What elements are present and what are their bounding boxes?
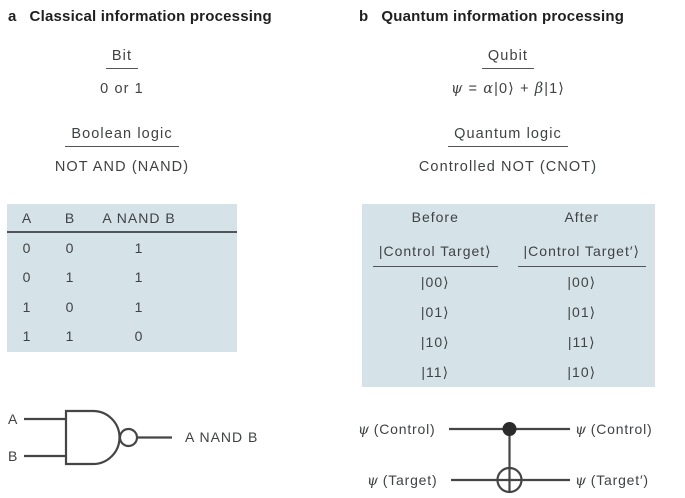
alpha-symbol: α [483,81,495,97]
quantum-logic-heading-row: Quantum logic [371,125,645,147]
cnot-circuit-diagram [449,422,570,494]
equals-sign: = [463,81,484,97]
boolean-logic-value-row: NOT AND (NAND) [2,158,242,176]
panel-a-tag: a [8,8,17,25]
cell: 1 [65,269,75,286]
qubit-heading-row: Qubit [371,47,645,69]
boolean-logic-heading-row: Boolean logic [2,125,242,147]
cell: 0 [134,328,144,345]
qubit-formula-row: ψ = α|0⟩ + β|1⟩ [371,80,645,98]
nand-gate-body [64,409,121,466]
boolean-logic-value: NOT AND (NAND) [54,159,190,175]
plus-sign: + [514,81,535,97]
nand-gate-diagram: A B A NAND B [8,409,258,466]
target-in-label: ψ(Target) [367,472,437,489]
gate-input-b-label: B [8,448,18,464]
cell: 0 [65,298,75,315]
bit-heading-row: Bit [2,47,242,69]
nand-col-b: B [64,209,76,226]
panel-a-header: a Classical information processing [8,8,272,25]
control-dot-icon [502,422,517,436]
cnot-table-subheader-row: |Control Target⟩ |Control Target′⟩ [362,230,655,267]
boolean-logic-heading: Boolean logic [65,125,179,147]
nand-col-a: A [21,209,33,226]
table-row: |01⟩ |01⟩ [362,297,655,327]
control-out-label: ψ(Control) [575,421,652,438]
inverter-bubble-icon [118,427,139,448]
control-out-text: (Control) [590,421,653,437]
cell: 1 [22,328,32,345]
bit-heading: Bit [105,47,139,69]
cell: |11⟩ [567,333,596,350]
cell: 1 [22,298,32,315]
bit-value-row: 0 or 1 [2,80,242,98]
panel-a-title: Classical information processing [29,8,272,25]
cnot-col-before: Before [411,209,459,225]
panel-b-header: b Quantum information processing [359,8,624,25]
xor-target-icon [496,466,523,494]
cell: 0 [65,239,75,256]
table-row: 0 1 1 [7,263,237,293]
ket-one: |1⟩ [544,81,566,97]
cell: 1 [134,239,144,256]
gate-input-a-label: A [8,411,18,427]
quantum-logic-value: Controlled NOT (CNOT) [418,159,598,175]
cell: 0 [22,269,32,286]
panel-b-tag: b [359,8,369,25]
cnot-subcol-after: |Control Target′⟩ [517,243,646,267]
control-in-text: (Control) [373,421,436,437]
ket-zero: |0⟩ [494,81,515,97]
cell: |10⟩ [567,363,597,380]
cell: |00⟩ [567,273,597,290]
cell: 1 [134,298,144,315]
cell: |10⟩ [420,333,450,350]
beta-symbol: β [534,81,545,97]
quantum-logic-value-row: Controlled NOT (CNOT) [371,158,645,176]
quantum-logic-heading: Quantum logic [448,125,568,147]
nand-table-header-row: A B A NAND B [7,204,237,233]
table-row: 0 0 1 [7,233,237,263]
psi-symbol: ψ [575,473,587,489]
cnot-truth-table: Before After |Control Target⟩ |Control T… [362,204,655,387]
psi-symbol: ψ [575,422,587,438]
cell: |11⟩ [421,363,450,380]
cell: |01⟩ [420,303,450,320]
psi-symbol: ψ [450,81,464,97]
cnot-col-after: After [564,209,600,225]
target-out-text: (Target′) [590,472,649,488]
cell: 1 [134,269,144,286]
qubit-formula: ψ = α|0⟩ + β|1⟩ [451,80,565,98]
psi-symbol: ψ [367,473,379,489]
qubit-heading: Qubit [481,47,535,69]
cell: |01⟩ [567,303,597,320]
table-row: 1 0 1 [7,292,237,322]
panel-b-title: Quantum information processing [381,8,625,25]
cell: 1 [65,328,75,345]
table-row: 1 1 0 [7,322,237,352]
cnot-table-header-row: Before After [362,204,655,230]
nand-truth-table: A B A NAND B 0 0 1 0 1 1 1 0 1 1 1 0 [7,204,237,352]
target-out-label: ψ(Target′) [575,472,649,489]
cell: |00⟩ [420,273,450,290]
target-in-text: (Target) [382,472,438,488]
cell: 0 [22,239,32,256]
nand-col-result: A NAND B [102,209,176,226]
psi-symbol: ψ [358,422,370,438]
control-in-label: ψ(Control) [358,421,435,438]
bit-value: 0 or 1 [100,81,144,97]
table-row: |11⟩ |10⟩ [362,357,655,387]
table-row: |00⟩ |00⟩ [362,267,655,297]
gate-output-label: A NAND B [185,429,258,445]
cnot-subcol-before: |Control Target⟩ [372,243,498,267]
table-row: |10⟩ |11⟩ [362,327,655,357]
